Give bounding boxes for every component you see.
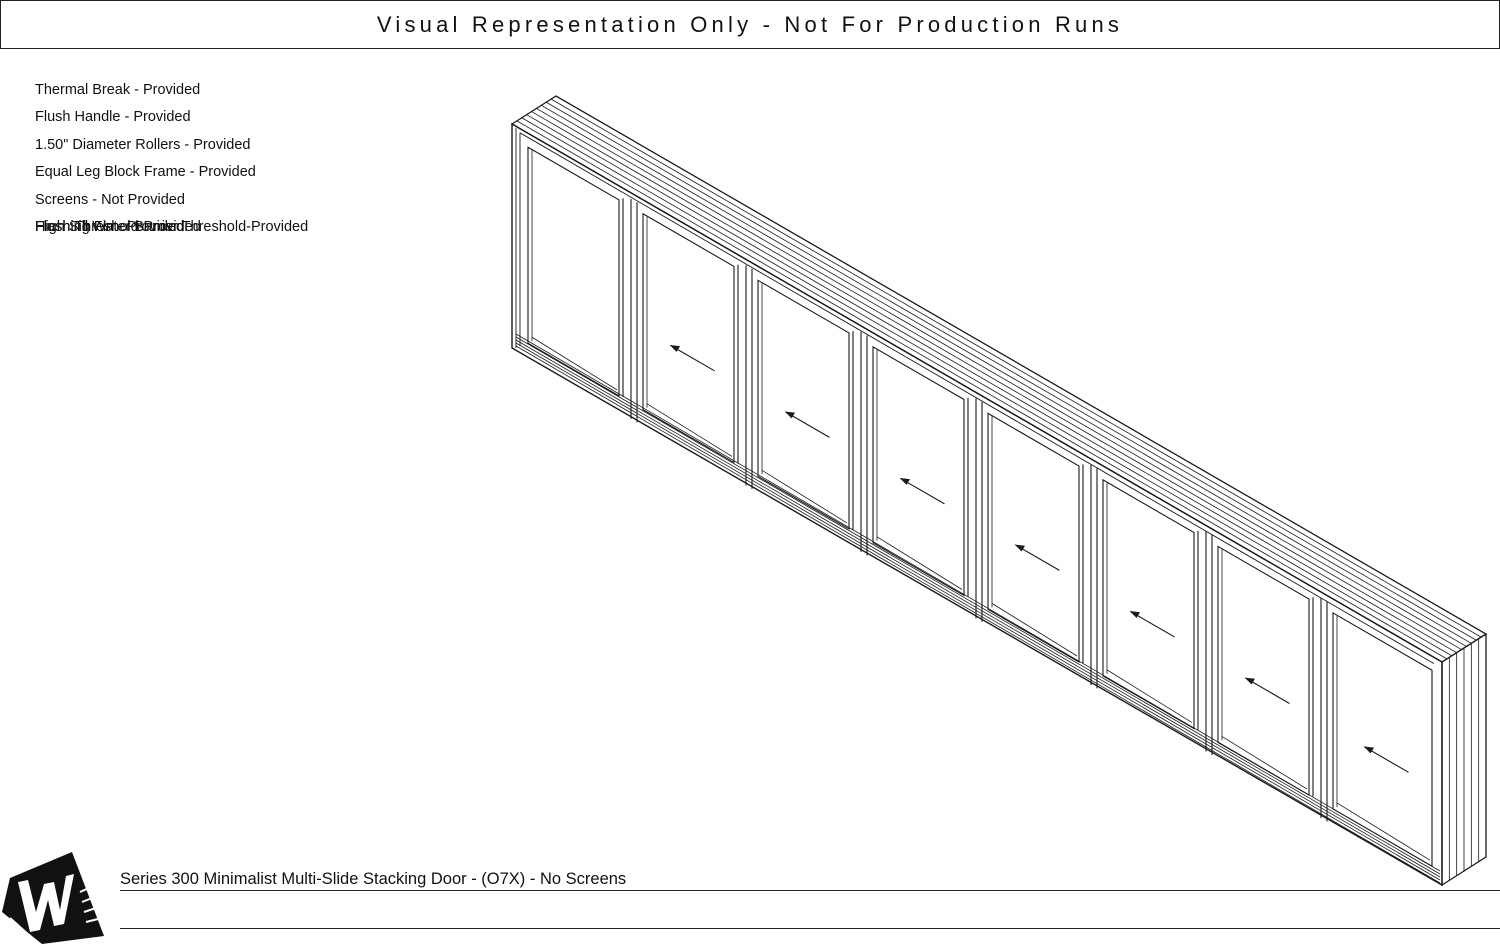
glass-pane [757, 279, 850, 530]
head-stripe [516, 120, 1448, 660]
frame-inset-top [519, 132, 1435, 664]
feature-item-water-barrier-threshold: High Sill Water Barrier Threshold-Provid… [35, 218, 309, 235]
slide-arrow-head-icon [1129, 611, 1140, 618]
title-underline [120, 890, 1500, 891]
feature-item-flush-handle: Flush Handle - Provided [35, 109, 191, 126]
sill-track [515, 336, 1441, 875]
feature-item-flashing-fin: Flashing Fin - Provided [35, 218, 185, 235]
feature-item-flush-threshold: Flush Threshold-Provided [35, 218, 201, 235]
glass-bottom-rail [646, 403, 733, 457]
frame-outline [511, 122, 1443, 887]
slide-arrow-head-icon [784, 411, 795, 419]
disclaimer-banner: Visual Representation Only - Not For Pro… [0, 0, 1500, 49]
glass-pane [1332, 611, 1433, 868]
head-stripe [550, 98, 1482, 638]
feature-list: Thermal Break - Provided Flush Handle - … [35, 80, 455, 244]
sill-track [515, 339, 1441, 878]
head-stripe [526, 114, 1457, 654]
glass-bottom-rail [531, 336, 618, 391]
slide-arrow-head-icon [1014, 544, 1025, 552]
slide-arrow-head-icon [899, 478, 910, 485]
slide-arrow-head-icon [1363, 746, 1374, 754]
head-stripe [541, 104, 1472, 644]
glass-bottom-rail [991, 603, 1078, 657]
feature-item-rollers: 1.50" Diameter Rollers - Provided [35, 136, 251, 153]
glass-bottom-rail [1221, 736, 1308, 790]
glass-bottom-rail [876, 536, 963, 590]
glass-bottom-rail [1336, 802, 1431, 861]
glass-bottom-rail [1106, 669, 1193, 723]
glass-pane [1102, 478, 1195, 730]
slide-arrow-head-icon [669, 344, 680, 352]
feature-item-screens: Screens - Not Provided [35, 191, 185, 208]
glass-pane [642, 212, 735, 464]
glass-bottom-rail [761, 469, 848, 524]
head-stripe [536, 108, 1467, 647]
head-stripe [521, 117, 1452, 657]
glass-pane [987, 412, 1080, 663]
head-stripe [531, 111, 1462, 650]
product-title: Series 300 Minimalist Multi-Slide Stacki… [120, 870, 627, 888]
disclaimer-text: Visual Representation Only - Not For Pro… [376, 11, 1124, 37]
feature-item-overlapping: Flush Threshold-Provided High Sill Water… [35, 217, 455, 244]
sill-track [515, 345, 1441, 884]
feature-item-block-frame: Equal Leg Block Frame - Provided [35, 164, 256, 181]
glass-pane [1217, 545, 1310, 797]
sill-track [515, 342, 1441, 881]
feature-item-thermal-break: Thermal Break - Provided [35, 82, 201, 98]
slide-arrow-head-icon [1244, 677, 1255, 685]
glass-pane [872, 345, 965, 597]
footer-rule [120, 928, 1500, 929]
glass-pane [527, 146, 620, 397]
frame-head-top [510, 95, 1488, 663]
w-logo-icon [2, 852, 104, 949]
head-stripe [546, 101, 1477, 641]
